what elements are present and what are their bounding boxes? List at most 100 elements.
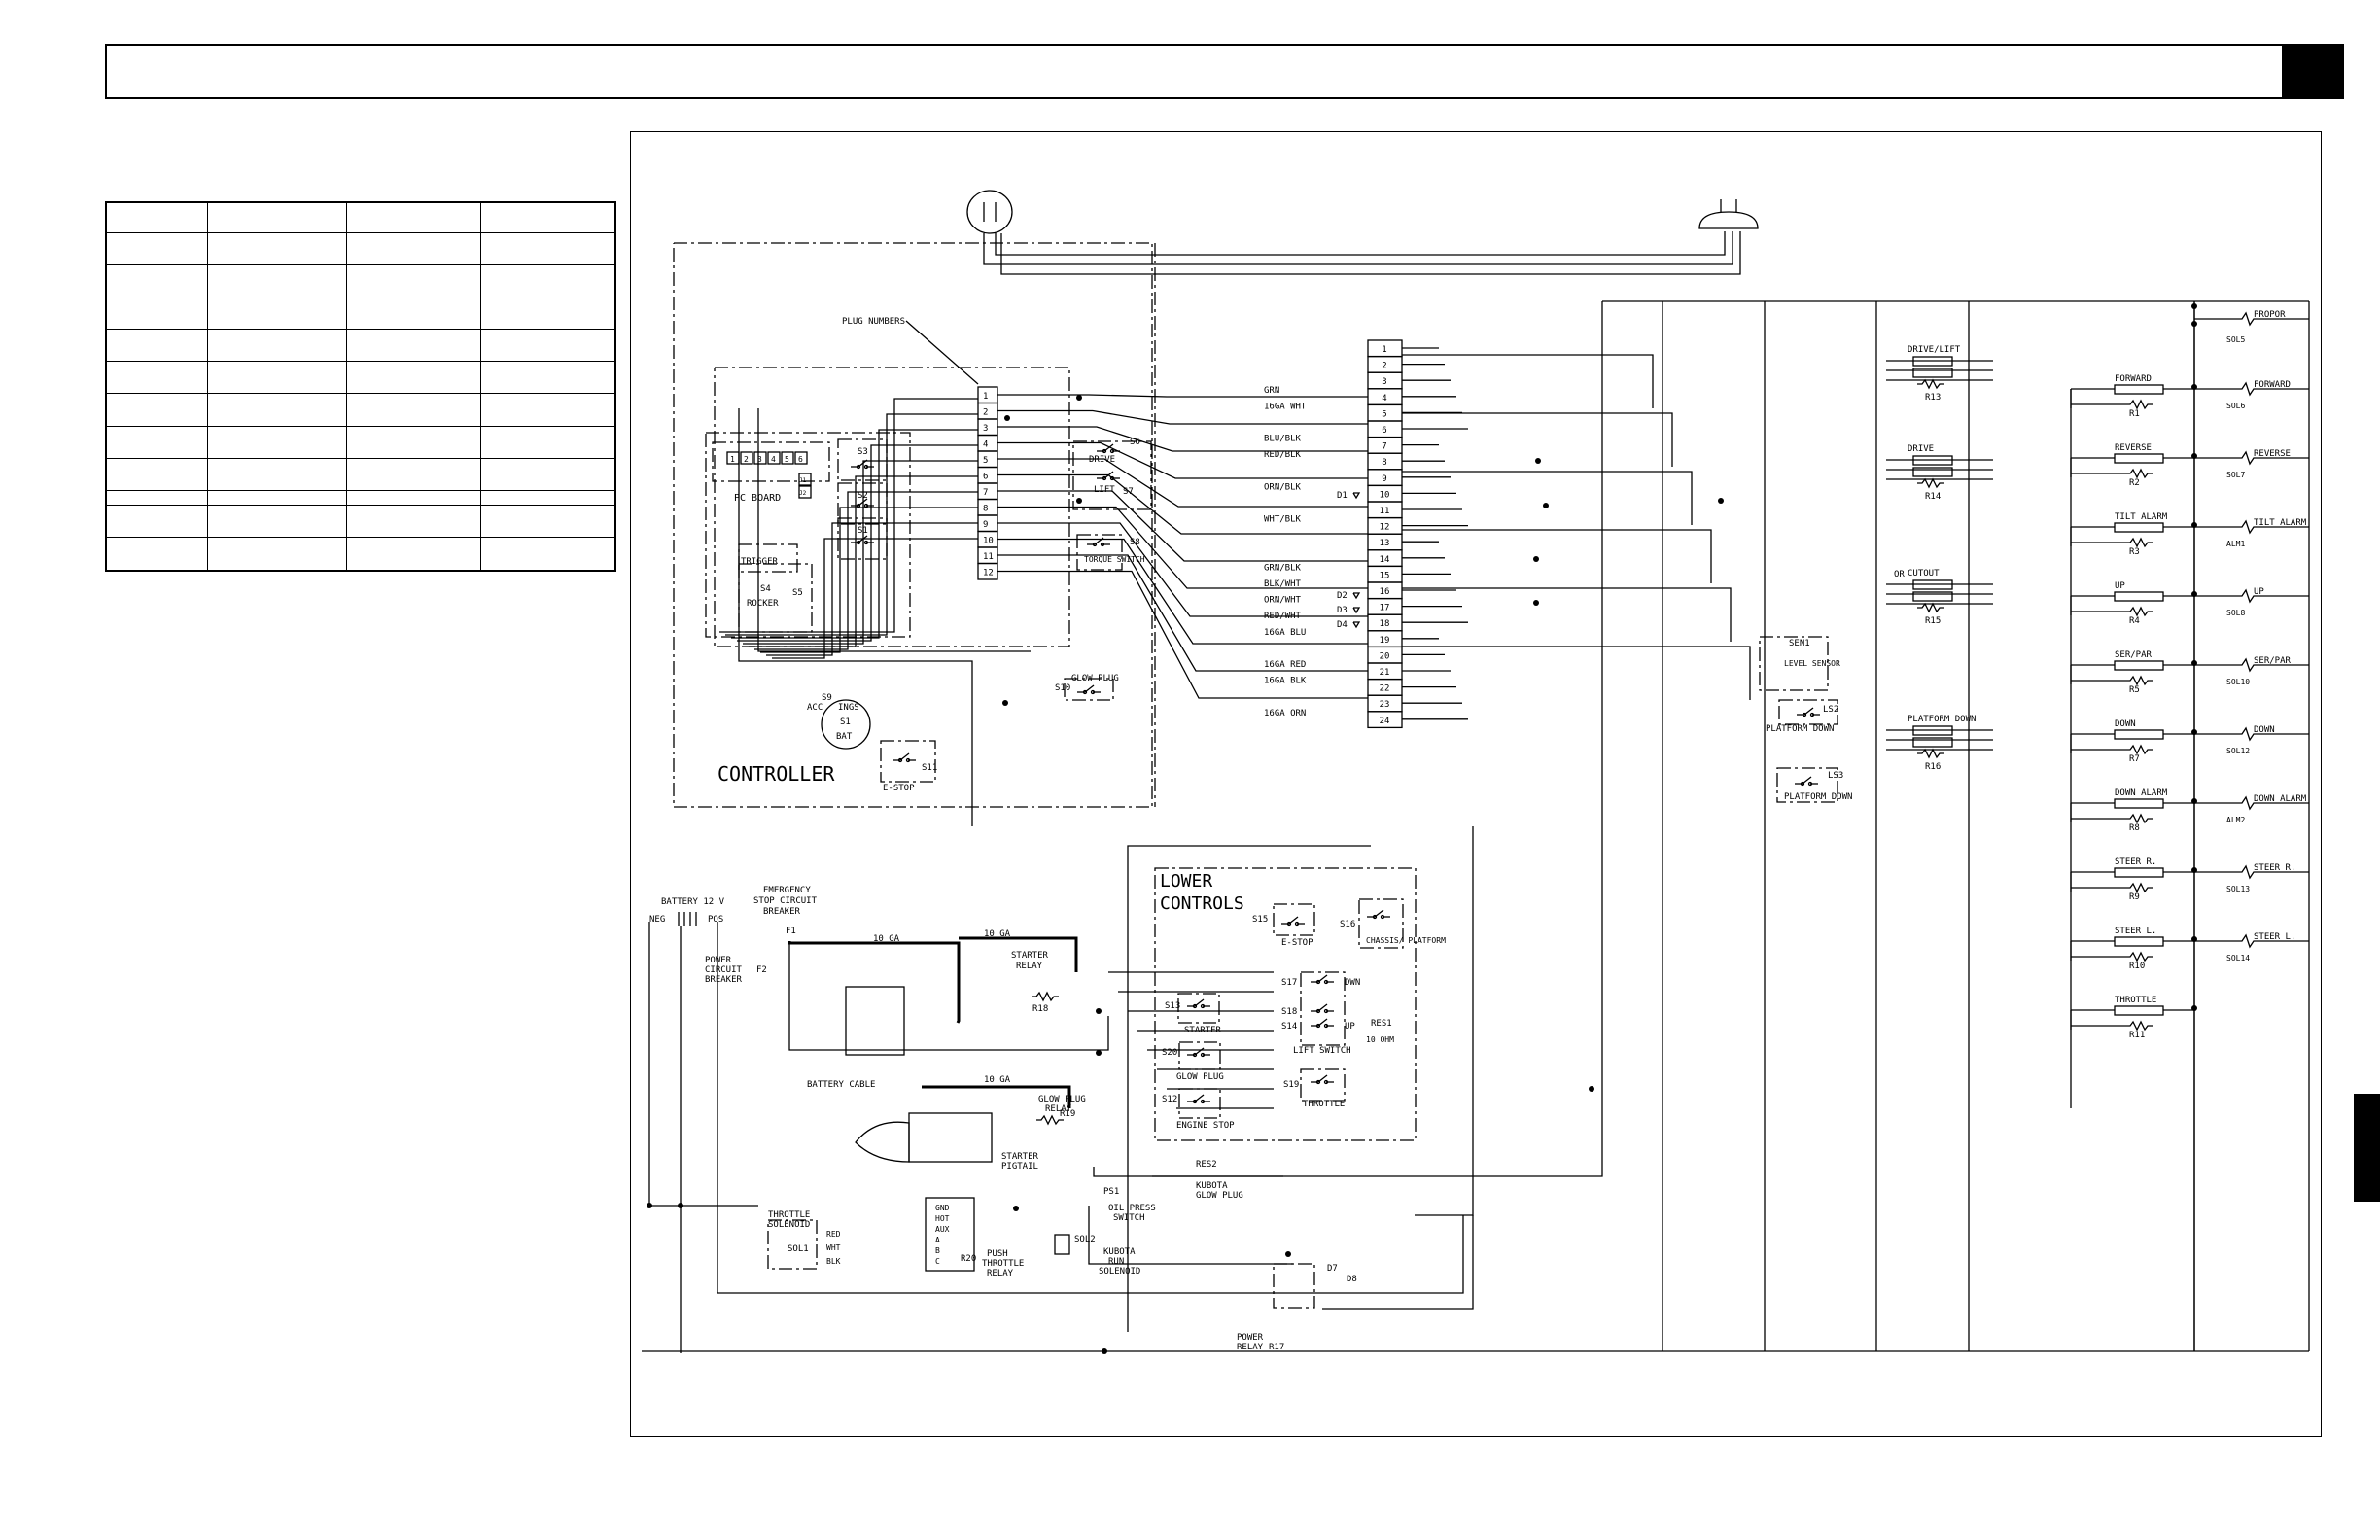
contact-pin — [1286, 921, 1292, 927]
relay-number-label: R18 — [1032, 1004, 1048, 1014]
switch-s6-label: S6 — [1130, 438, 1140, 447]
legend-cell — [207, 536, 347, 572]
contact-pin — [1109, 475, 1115, 481]
wire — [1322, 1215, 1474, 1310]
wire — [1415, 826, 1474, 1216]
controller-label: CONTROLLER — [718, 762, 835, 786]
junction-dot — [678, 1203, 683, 1208]
wire — [1402, 471, 1693, 525]
bat-label: BAT — [836, 732, 853, 742]
switch-s2-label: S2 — [858, 491, 868, 501]
relay-name-label: FORWARD — [2115, 374, 2152, 384]
wire-color-label: ORN/WHT — [1264, 596, 1302, 606]
engine-stop-label: ENGINE STOP — [1176, 1121, 1235, 1131]
diode-label: D8 — [1347, 1275, 1357, 1284]
wire — [998, 522, 1368, 617]
contact-pin — [863, 540, 869, 545]
ing-label: INGS — [838, 703, 859, 713]
solenoid-SOL6 — [2236, 381, 2259, 397]
wire — [998, 426, 1368, 452]
fuse-label: F2 — [756, 965, 767, 975]
junction-dot — [2191, 522, 2197, 528]
junction-dot — [2191, 591, 2197, 597]
wire-gauge-label: 10 GA — [873, 934, 900, 944]
relay-coil-R10 — [2125, 951, 2152, 962]
contact-pin — [1323, 1023, 1329, 1029]
relay-number-label: R7 — [2129, 754, 2140, 764]
contact-pin — [1192, 1052, 1198, 1058]
diode-icon — [1352, 621, 1361, 629]
starter-pigtail-label: STARTER — [1001, 1152, 1039, 1162]
heavy-wire — [959, 936, 1078, 972]
relay-number-label: R5 — [2129, 685, 2140, 695]
relay-number-label: R20 — [961, 1254, 976, 1264]
load-label: FORWARD — [2254, 380, 2291, 390]
level-sensor-box — [1759, 636, 1829, 691]
relay-number-label: R8 — [2129, 823, 2140, 833]
relay-coil-R2 — [2125, 468, 2152, 479]
wire — [998, 441, 1368, 479]
plug-number: 7 — [983, 488, 988, 498]
solenoid-label: SOL14 — [2226, 954, 2250, 962]
relay-number-label: R2 — [2129, 478, 2140, 488]
legend-cell — [480, 536, 616, 572]
plug-number: 5 — [983, 456, 988, 466]
legend-cell — [207, 457, 347, 491]
wire — [648, 922, 758, 1207]
wire — [998, 570, 1368, 699]
junction-dot — [1004, 415, 1010, 421]
controller-inner-enclosure — [714, 367, 1070, 648]
power-relay-label: POWER — [1237, 1333, 1264, 1343]
wire-color-label: 16GA RED — [1264, 660, 1306, 670]
wire — [998, 506, 1368, 589]
contact-pin — [1372, 914, 1378, 920]
diode-label: D7 — [1327, 1264, 1338, 1274]
kubota-run-label: RUN — [1108, 1257, 1124, 1267]
wire-color-label: RED/WHT — [1264, 612, 1302, 621]
wire — [1088, 1206, 1293, 1265]
contact-pin — [1109, 448, 1115, 454]
relay-contact-box — [2114, 453, 2164, 464]
switch-label: S20 — [1162, 1048, 1177, 1058]
wire-color-label: GRN/BLK — [1264, 563, 1302, 573]
wire — [1127, 845, 1371, 1332]
resistor-label: RES2 — [1196, 1160, 1217, 1170]
contact-pin — [1192, 1099, 1198, 1104]
switch-label: S17 — [1281, 978, 1297, 988]
legend-cell — [345, 536, 482, 572]
load-label: STEER L. — [2254, 932, 2295, 942]
torque-switch-box — [1076, 534, 1123, 571]
relay-coil-R19 — [1036, 1114, 1064, 1126]
push-throttle-label: PUSH — [987, 1249, 1008, 1259]
relay-coil-R4 — [2125, 606, 2152, 617]
relay-contact-box — [1912, 725, 1953, 736]
legend-cell — [345, 264, 482, 298]
contact-pin — [863, 464, 869, 470]
relay-name-label: UP — [2115, 581, 2125, 591]
junction-dot — [1535, 458, 1541, 464]
relay-number-label: R4 — [2129, 616, 2140, 626]
starter-switch-box — [1177, 993, 1220, 1024]
throttle-label: THROTTLE — [1303, 1100, 1345, 1109]
junction-dot — [1718, 498, 1724, 504]
contact-pin — [1315, 1079, 1321, 1085]
relay-coil-R5 — [2125, 675, 2152, 686]
contact-pin — [1102, 475, 1107, 481]
side-tab — [2354, 1094, 2380, 1202]
relay-coil-R1 — [2125, 399, 2152, 410]
pc-pin-label: 4 — [771, 455, 776, 464]
contact-pin — [863, 503, 869, 508]
terminal-number: 17 — [1380, 604, 1390, 613]
junction-dot — [2191, 867, 2197, 873]
plug-number: 11 — [983, 552, 994, 562]
legend-table — [105, 201, 616, 572]
relay-name-label: STEER R. — [2115, 858, 2156, 867]
legend-row — [105, 361, 616, 395]
terminal-number: 16 — [1380, 587, 1390, 597]
glow-plug-switch-box — [1064, 678, 1114, 701]
legend-cell — [105, 232, 209, 266]
chassis-platform-box — [1358, 898, 1404, 949]
legend-cell — [207, 232, 347, 266]
relay-contact-box — [1912, 467, 1953, 477]
legend-cell — [105, 504, 209, 538]
